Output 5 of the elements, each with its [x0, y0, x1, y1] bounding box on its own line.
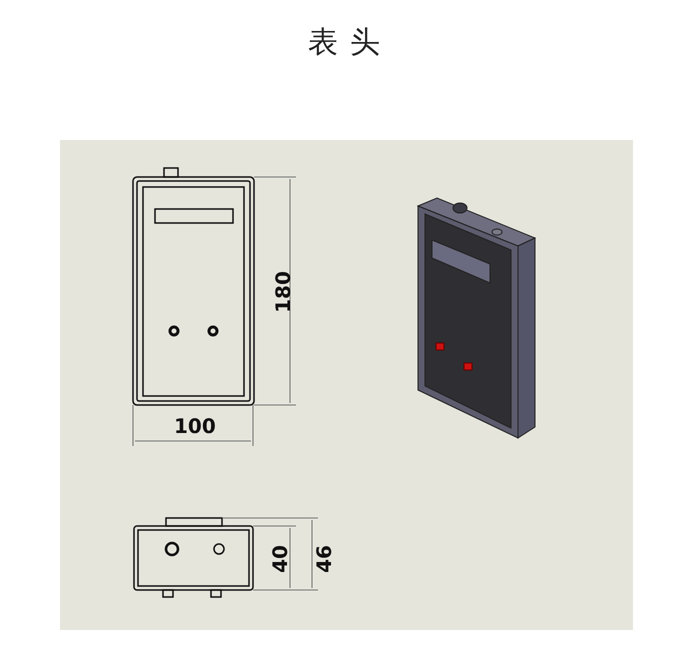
dimension-label: 46 — [314, 545, 334, 573]
dimension-label: 100 — [174, 416, 216, 436]
dimension-label: 180 — [272, 271, 293, 313]
dimension-label: 40 — [270, 545, 290, 573]
diagram-title: 表头 — [307, 24, 393, 62]
